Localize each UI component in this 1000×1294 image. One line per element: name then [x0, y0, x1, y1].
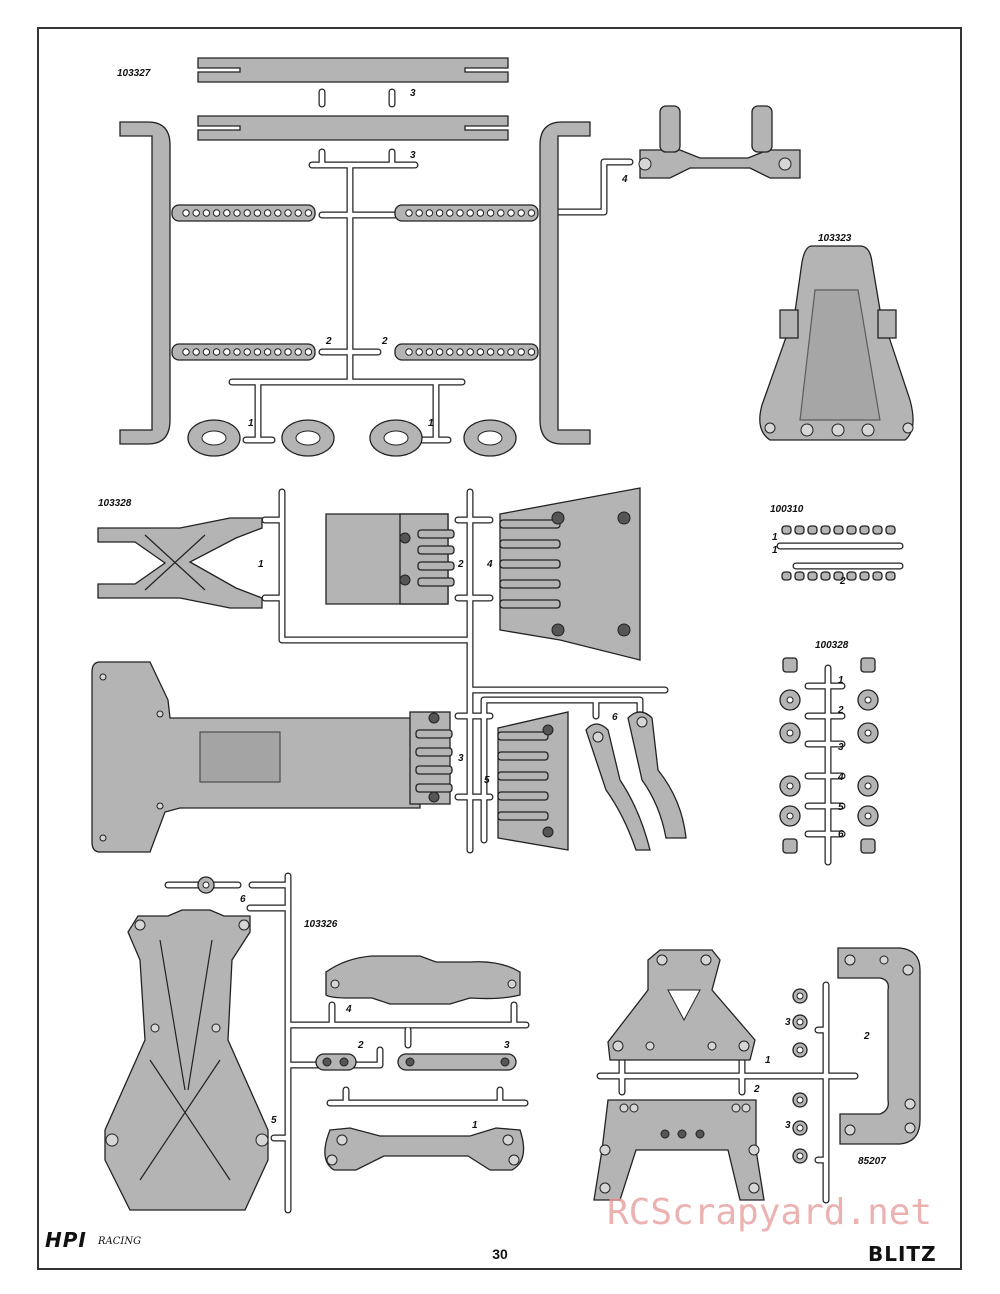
- label-100328-2: 2: [838, 705, 844, 716]
- label-85207-1: 1: [765, 1055, 771, 1066]
- blitz-logo: BLITZ: [868, 1242, 937, 1266]
- label-85207-3b: 3: [785, 1120, 791, 1131]
- label-100310-1a: 1: [772, 532, 778, 543]
- label-103326-4: 4: [346, 1004, 352, 1015]
- code-100310: 100310: [770, 504, 804, 515]
- label-103327-2b: 2: [382, 336, 388, 347]
- label-100328-1: 1: [838, 675, 844, 686]
- label-100328-3: 3: [838, 742, 844, 753]
- label-103327-1a: 1: [248, 418, 254, 429]
- label-103328-3: 3: [458, 753, 464, 764]
- label-103326-6: 6: [240, 894, 246, 905]
- sprue-103326: [104, 872, 530, 1214]
- label-103327-2a: 2: [326, 336, 332, 347]
- hpi-logo: HPI: [45, 1228, 87, 1252]
- code-103328: 103328: [98, 498, 132, 509]
- label-103328-1: 1: [258, 559, 264, 570]
- watermark: RCScrapyard.net: [607, 1192, 933, 1233]
- label-100328-5: 5: [838, 802, 844, 813]
- part-103323: [759, 245, 914, 441]
- label-103328-6: 6: [612, 712, 618, 723]
- part-100310: [776, 525, 904, 581]
- label-103327-1b: 1: [428, 418, 434, 429]
- sprue-85207: [593, 947, 921, 1204]
- part-100328: [779, 657, 879, 866]
- code-103323: 103323: [818, 233, 852, 244]
- code-100328: 100328: [815, 640, 849, 651]
- label-85207-2b: 2: [754, 1084, 760, 1095]
- label-103326-1: 1: [472, 1120, 478, 1131]
- label-103326-5: 5: [271, 1115, 277, 1126]
- label-103326-3: 3: [504, 1040, 510, 1051]
- sprue-103328: [91, 487, 687, 854]
- code-103327: 103327: [117, 68, 151, 79]
- code-103326: 103326: [304, 919, 338, 930]
- label-85207-3a: 3: [785, 1017, 791, 1028]
- label-103327-3a: 3: [410, 88, 416, 99]
- label-85207-2a: 2: [864, 1031, 870, 1042]
- label-100310-2: 2: [840, 576, 846, 587]
- sprue-103327: [119, 57, 801, 457]
- label-100328-4: 4: [838, 772, 844, 783]
- label-103328-5: 5: [484, 775, 490, 786]
- code-85207: 85207: [858, 1156, 886, 1167]
- hpi-logo-sub: RACING: [98, 1236, 142, 1247]
- label-103327-3b: 3: [410, 150, 416, 161]
- label-103326-2: 2: [358, 1040, 364, 1051]
- label-103327-4: 4: [622, 174, 628, 185]
- page-number: 30: [492, 1246, 508, 1262]
- label-100310-1b: 1: [772, 545, 778, 556]
- label-103328-2: 2: [458, 559, 464, 570]
- label-100328-6: 6: [838, 829, 844, 840]
- page-border: [37, 27, 962, 1270]
- label-103328-4: 4: [487, 559, 493, 570]
